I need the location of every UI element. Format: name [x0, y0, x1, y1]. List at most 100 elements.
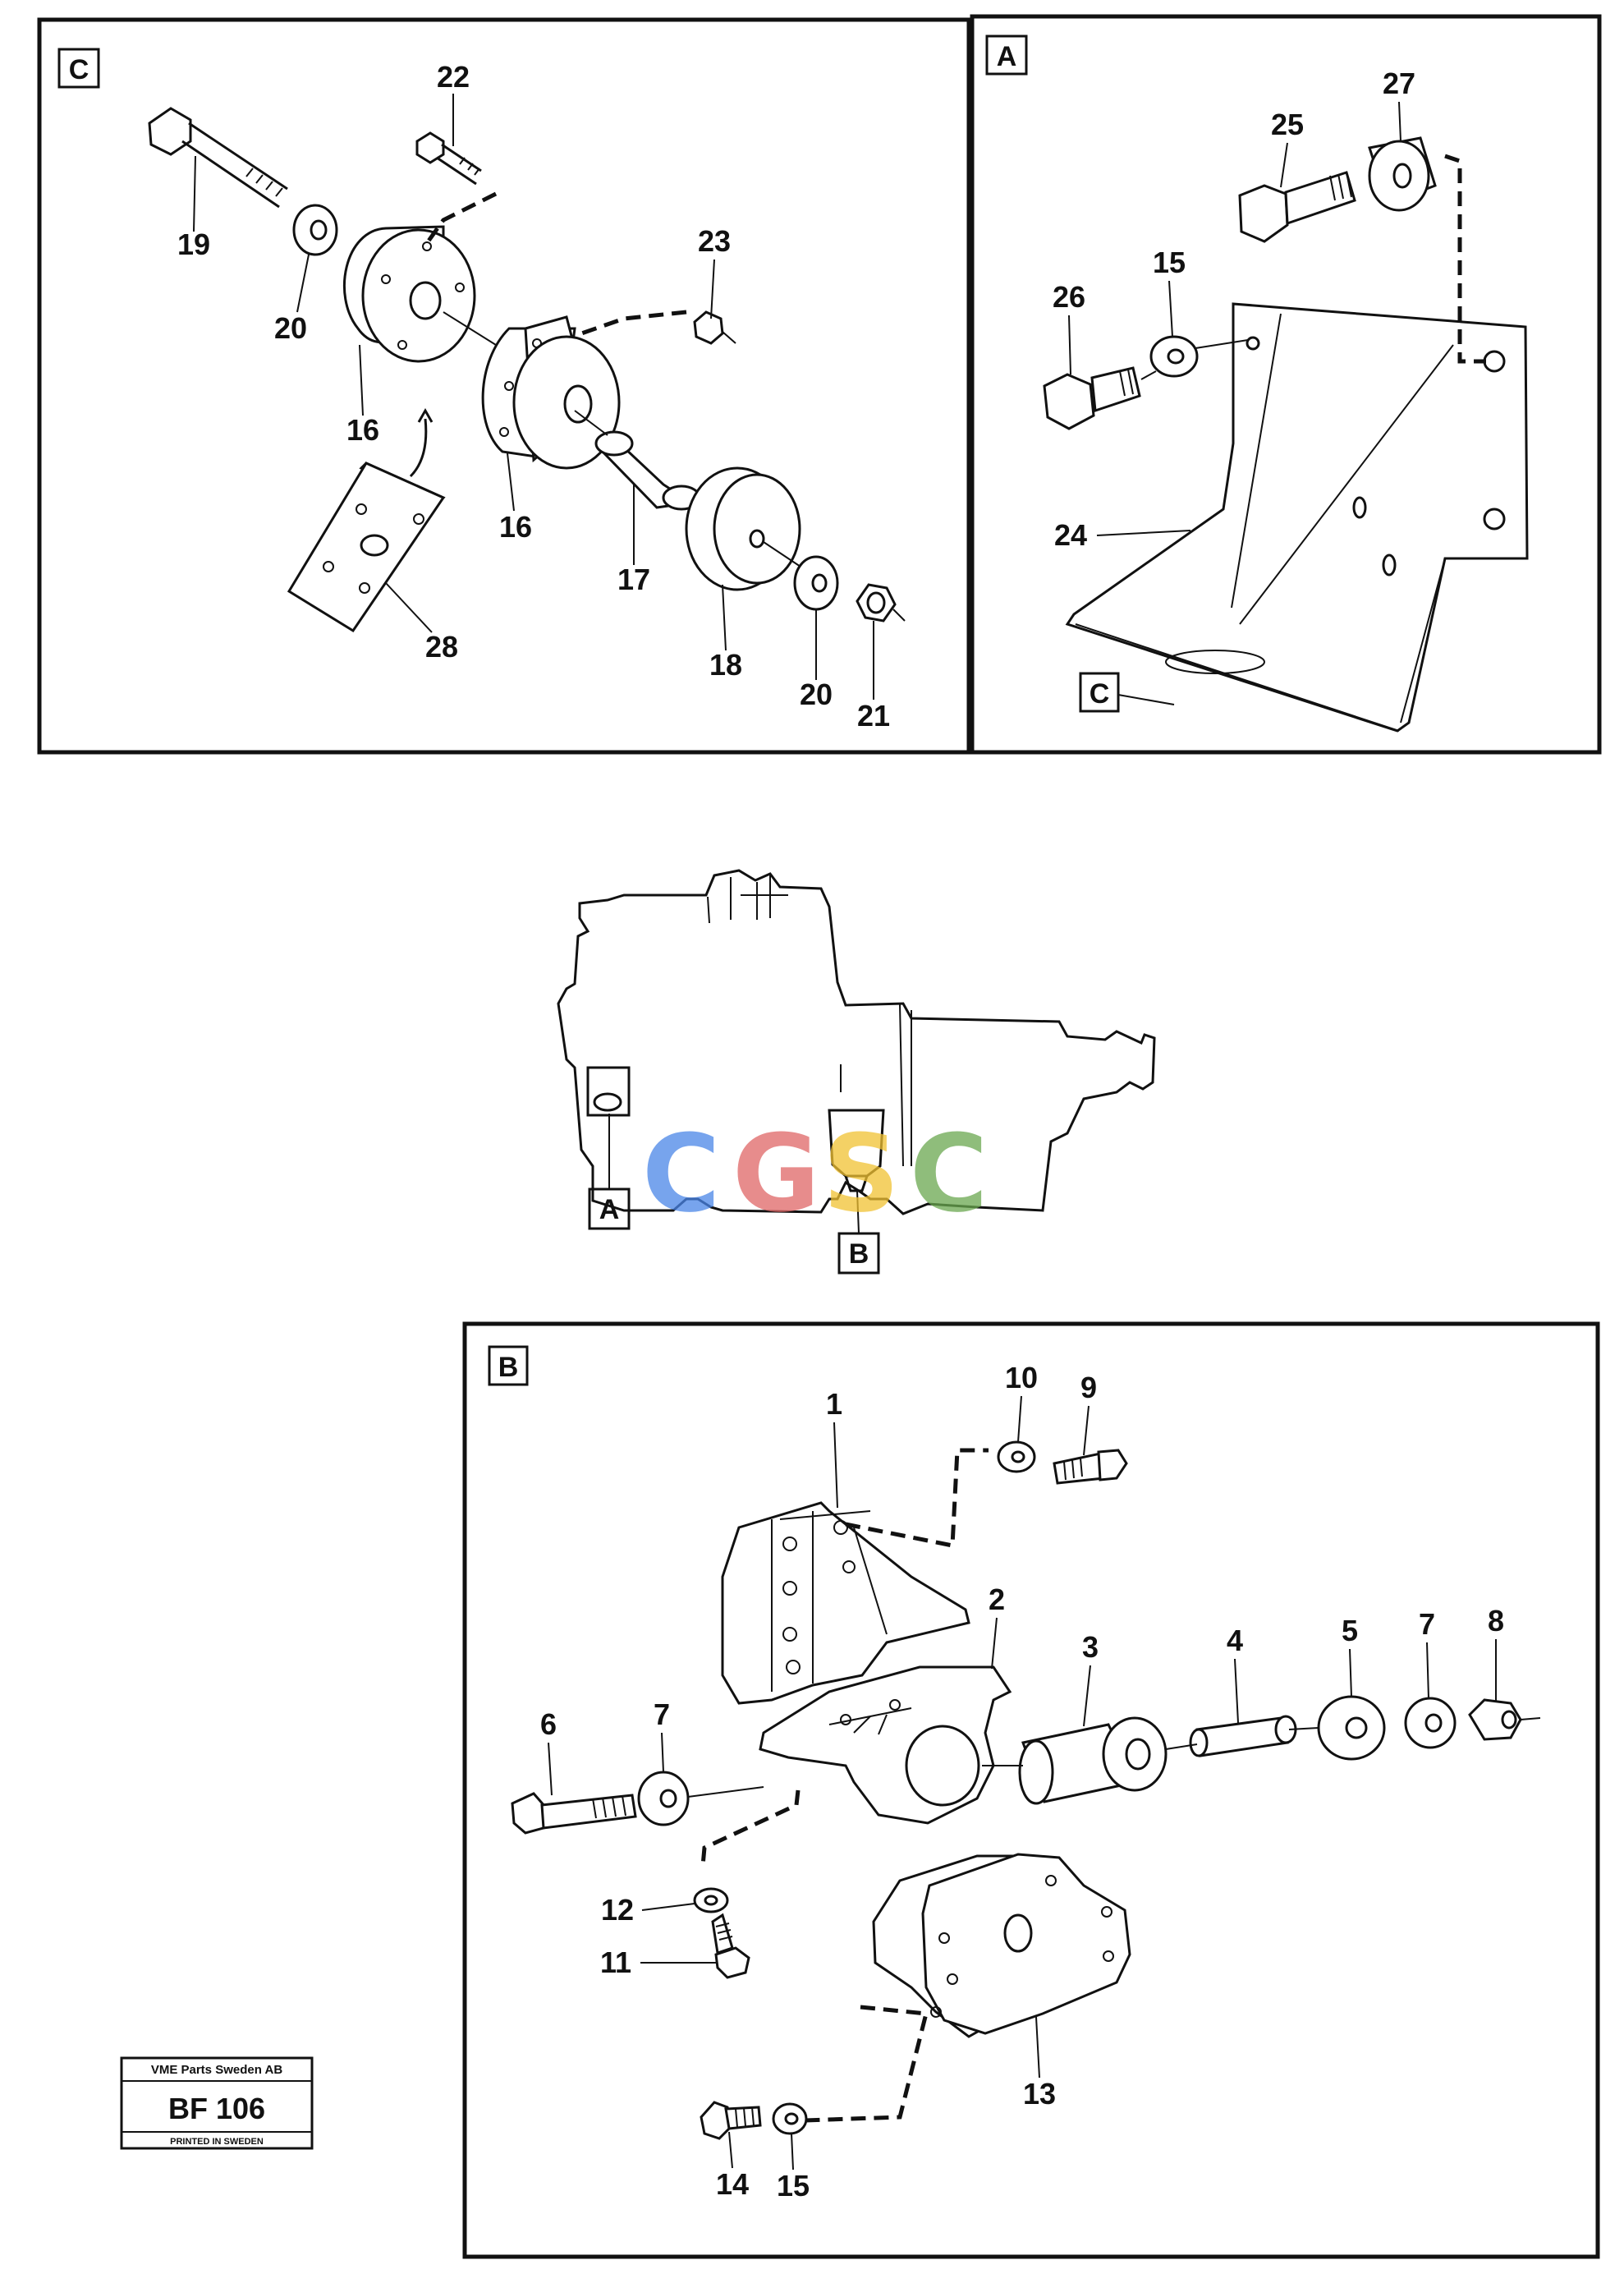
callout-12: 12 — [601, 1893, 634, 1927]
stamp-company: VME Parts Sweden AB — [151, 2063, 282, 2077]
sleeve-4 — [1189, 1715, 1297, 1757]
callout-6: 6 — [540, 1707, 557, 1741]
stamp-frame — [120, 2056, 314, 2150]
shaft-line-a2 — [1195, 339, 1249, 349]
watermark-letter-c1: C — [642, 1111, 720, 1236]
leader-23 — [710, 259, 715, 319]
leader-16b — [507, 452, 515, 512]
panel-c: C — [37, 17, 971, 755]
callout-8: 8 — [1488, 1604, 1504, 1638]
callout-15b: 15 — [777, 2169, 810, 2203]
panel-b: B — [462, 1321, 1600, 2259]
callout-21: 21 — [857, 699, 890, 733]
washer-20a — [292, 204, 338, 256]
callout-11: 11 — [600, 1945, 631, 1979]
rubber-18 — [685, 466, 801, 591]
callout-13: 13 — [1023, 2077, 1056, 2111]
leader-25 — [1280, 142, 1288, 188]
bracket-1 — [721, 1501, 970, 1705]
dash-27 — [1444, 154, 1486, 364]
dash-10 — [845, 1448, 989, 1549]
watermark-letter-s: S — [823, 1111, 900, 1236]
leader-1 — [833, 1422, 838, 1509]
leader-14 — [728, 2131, 733, 2169]
shaft-line-b5 — [687, 1786, 764, 1798]
ref-c-label: C — [1090, 678, 1110, 710]
leader-26 — [1068, 315, 1071, 375]
panel-a: A — [970, 14, 1602, 755]
shaft-line-b3 — [1288, 1727, 1319, 1730]
leader-13 — [1035, 2016, 1040, 2079]
callout-27: 27 — [1383, 67, 1415, 100]
bolt-14 — [700, 2101, 762, 2140]
leader-7a — [1426, 1642, 1429, 1699]
ref-c-box — [1079, 672, 1120, 713]
callout-28: 28 — [425, 630, 458, 664]
callout-24: 24 — [1054, 518, 1087, 552]
callout-9: 9 — [1080, 1371, 1097, 1404]
callout-4: 4 — [1227, 1624, 1243, 1657]
shaft-line-b4 — [1520, 1717, 1541, 1720]
callout-16a: 16 — [346, 413, 379, 447]
leader-9 — [1083, 1405, 1090, 1456]
callout-26: 26 — [1053, 280, 1085, 314]
leader-ref-b — [856, 1190, 860, 1234]
bolt-26 — [1043, 366, 1141, 430]
leader-4 — [1234, 1658, 1239, 1724]
bracket-2 — [759, 1665, 1012, 1825]
callout-20a: 20 — [274, 311, 307, 345]
bolt-6 — [511, 1792, 637, 1835]
panel-c-frame — [37, 17, 971, 755]
leader-18 — [722, 584, 727, 651]
stamp-printed: PRINTED IN SWEDEN — [170, 2137, 264, 2147]
callout-7b: 7 — [654, 1697, 670, 1731]
leader-20a — [296, 254, 310, 313]
callout-18: 18 — [709, 648, 742, 682]
panel-c-label-box — [57, 48, 100, 89]
callout-25: 25 — [1271, 108, 1304, 141]
leader-10 — [1017, 1395, 1022, 1443]
callout-16b: 16 — [499, 510, 532, 544]
leader-19 — [193, 155, 196, 232]
nut-8 — [1468, 1698, 1522, 1741]
leader-15b — [791, 2133, 794, 2170]
leader-15a — [1168, 280, 1173, 338]
callout-2: 2 — [989, 1582, 1005, 1616]
leader-28 — [385, 582, 433, 633]
washer-5 — [1317, 1695, 1386, 1761]
callout-1: 1 — [826, 1387, 842, 1421]
mount-a-location — [586, 1066, 631, 1117]
washer-7b — [637, 1771, 690, 1826]
callout-3: 3 — [1082, 1630, 1099, 1664]
washer-12 — [693, 1887, 729, 1913]
bushing-16a — [342, 225, 476, 363]
dash-11 — [700, 1789, 801, 1867]
bolt-25 — [1238, 171, 1356, 243]
callout-14: 14 — [716, 2167, 749, 2201]
shaft-line-b2 — [1165, 1743, 1198, 1750]
leader-2 — [991, 1617, 998, 1670]
leader-16a — [359, 344, 364, 416]
watermark-letter-g: G — [732, 1111, 820, 1236]
cgsc-watermark: C G S C — [642, 1111, 988, 1236]
callout-10: 10 — [1005, 1361, 1038, 1394]
callout-20b: 20 — [800, 678, 833, 711]
stamp-code: BF 106 — [168, 2092, 265, 2125]
leader-5 — [1349, 1648, 1352, 1697]
leader-24 — [1096, 530, 1191, 536]
leader-12 — [641, 1903, 695, 1911]
leader-27 — [1398, 101, 1402, 142]
callout-23: 23 — [698, 224, 731, 258]
callout-7a: 7 — [1419, 1607, 1435, 1641]
panel-a-label: A — [997, 41, 1017, 72]
transmission-outline — [557, 869, 1156, 1215]
panel-a-frame — [970, 14, 1602, 755]
leader-ref-c — [1117, 694, 1175, 705]
leader-3 — [1083, 1665, 1091, 1727]
callout-5: 5 — [1342, 1614, 1358, 1647]
ref-b-label: B — [849, 1238, 869, 1270]
nut-23 — [693, 310, 736, 345]
spacer-10 — [997, 1440, 1036, 1473]
panel-b-label: B — [498, 1352, 519, 1383]
